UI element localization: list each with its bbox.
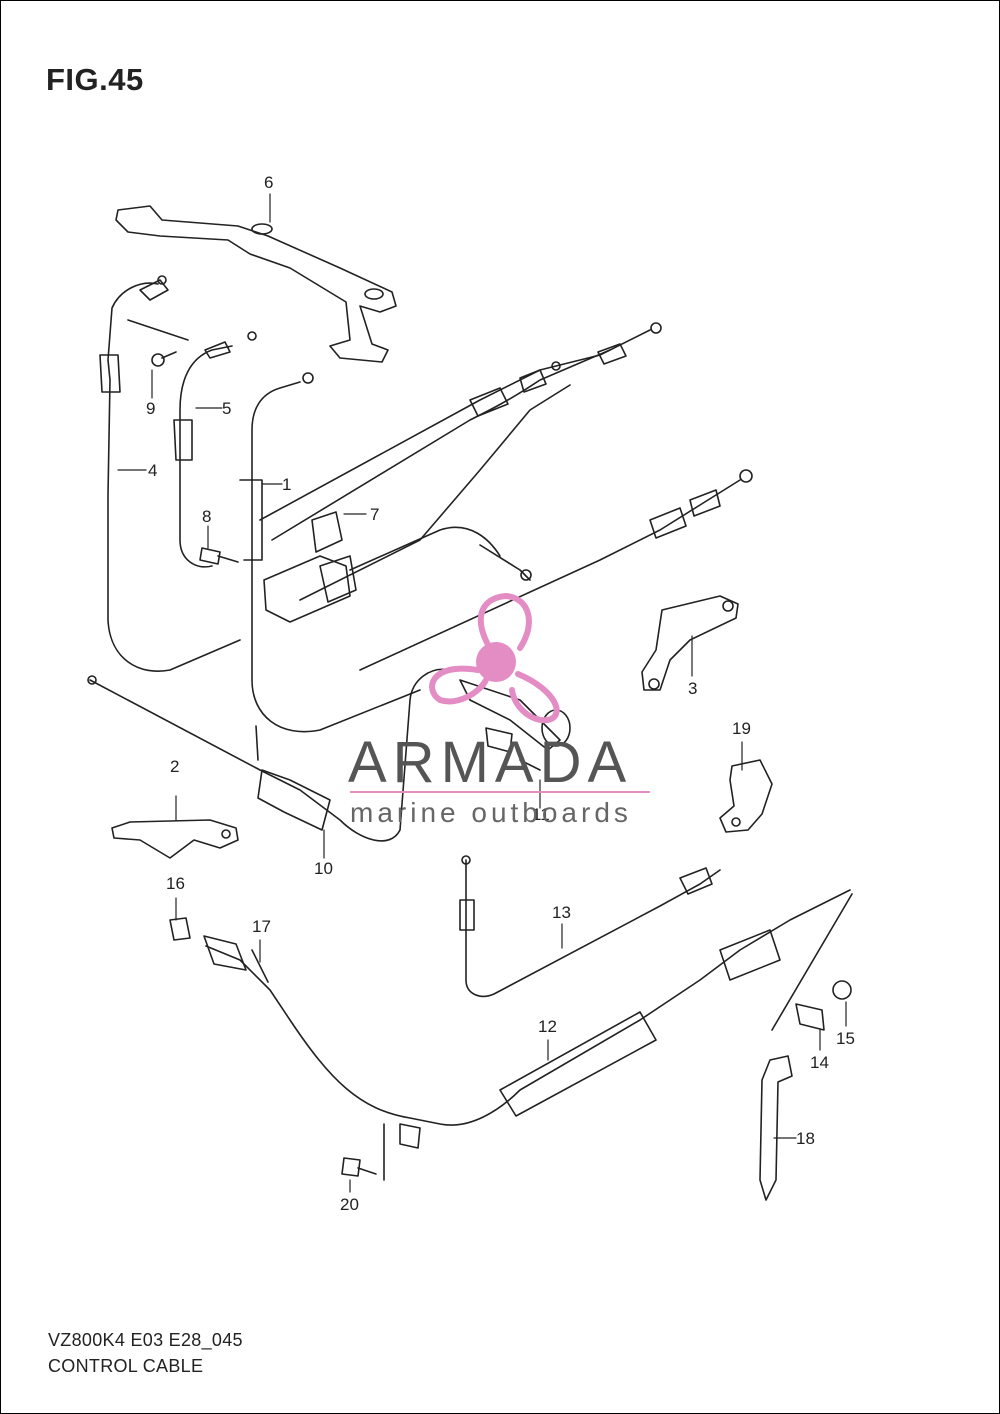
callout-7: 7 — [370, 505, 379, 524]
callout-15: 15 — [836, 1029, 855, 1048]
screw-part-9 — [151, 351, 177, 367]
cable-part-13 — [459, 855, 721, 998]
cable-part-5 — [173, 331, 257, 568]
callout-6: 6 — [264, 173, 273, 192]
callout-17: 17 — [252, 917, 271, 936]
bolt-part-16 — [169, 917, 191, 941]
callout-1: 1 — [282, 475, 291, 494]
footer-code: VZ800K4 E03 E28_045 — [48, 1330, 243, 1350]
watermark-tagline: marine outboards — [350, 797, 632, 828]
watermark-logo — [429, 592, 560, 724]
cable-choke — [359, 469, 753, 671]
tie-part-18 — [759, 1055, 793, 1201]
callout-14: 14 — [810, 1053, 829, 1072]
callout-13: 13 — [552, 903, 571, 922]
callout-10: 10 — [314, 859, 333, 878]
bolt-part-20 — [341, 1157, 377, 1177]
callout-4: 4 — [148, 461, 157, 480]
watermark-name: ARMADA — [348, 730, 632, 795]
cable-part-1 — [239, 372, 421, 733]
callout-12: 12 — [538, 1017, 557, 1036]
leader-lines — [117, 193, 847, 1193]
footer-name: CONTROL CABLE — [48, 1356, 204, 1376]
cable-part-4 — [99, 275, 241, 672]
cable-part-10 — [87, 668, 451, 842]
bracket-part-6 — [115, 205, 397, 363]
parts-14-15 — [771, 893, 853, 1031]
plate-part-19 — [719, 759, 773, 833]
watermark: ARMADA marine outboards — [348, 592, 650, 828]
callout-19: 19 — [732, 719, 751, 738]
bolt-part-8 — [199, 547, 239, 565]
callout-18: 18 — [796, 1129, 815, 1148]
callout-5: 5 — [222, 399, 231, 418]
callout-16: 16 — [166, 874, 185, 893]
housing-part-7 — [263, 511, 532, 623]
callout-3: 3 — [688, 679, 697, 698]
figure-title: FIG.45 — [46, 62, 144, 97]
cable-bundle-upper — [259, 322, 662, 601]
callout-9: 9 — [146, 399, 155, 418]
watermark-logo-hub — [476, 642, 516, 682]
callout-8: 8 — [202, 507, 211, 526]
callout-labels: 6 9 5 4 1 8 7 3 19 11 2 10 16 17 13 12 1… — [146, 173, 855, 1214]
bracket-part-3 — [641, 595, 739, 691]
callout-2: 2 — [170, 757, 179, 776]
pin-part-17 — [251, 949, 269, 983]
callout-11: 11 — [532, 805, 550, 824]
callout-20: 20 — [340, 1195, 359, 1214]
cable-part-12 — [203, 889, 851, 1181]
bracket-part-2 — [111, 819, 239, 859]
